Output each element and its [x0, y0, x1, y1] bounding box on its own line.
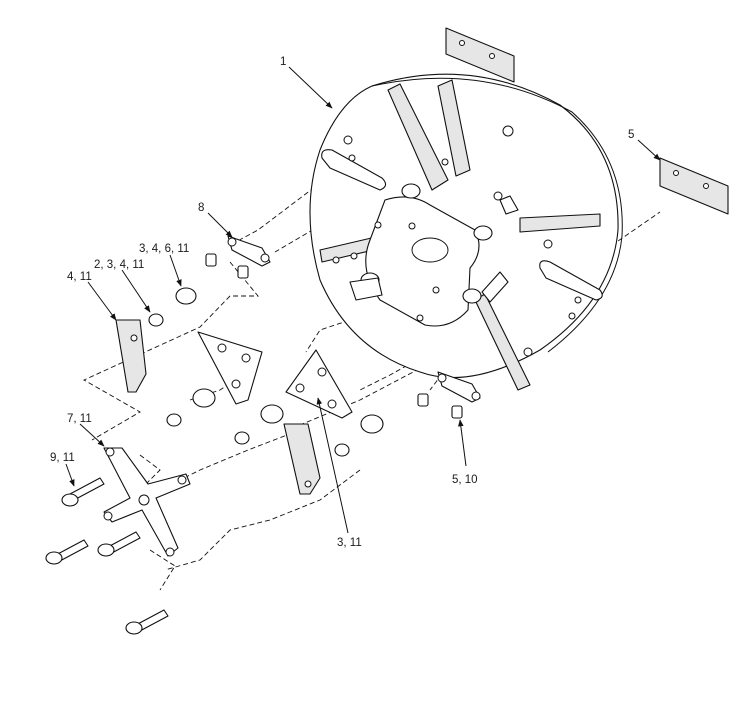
callout-4-11: 4, 11 — [67, 271, 92, 283]
spacer-bushings — [148, 287, 384, 457]
paddle-plate-right — [659, 157, 729, 215]
paddle-plate-top — [445, 27, 515, 83]
impeller-disc — [309, 73, 623, 391]
callout-2-3-4-11: 2, 3, 4, 11 — [94, 259, 144, 271]
callout-5-10: 5, 10 — [452, 474, 478, 486]
callout-3-4-6-11: 3, 4, 6, 11 — [139, 243, 189, 255]
bracket-with-bolts-top — [205, 235, 271, 279]
triangular-plate-right — [285, 349, 353, 419]
callout-1: 1 — [280, 56, 286, 68]
bolts-lower — [45, 477, 169, 635]
wear-clip-center — [283, 423, 321, 495]
wear-clip-left — [115, 319, 147, 393]
callout-3-11: 3, 11 — [337, 537, 362, 549]
bracket-with-bolts-right — [417, 371, 481, 419]
spider-bracket — [103, 447, 191, 557]
callout-7-11: 7, 11 — [67, 413, 92, 425]
callout-5: 5 — [628, 129, 634, 141]
leader-lines — [65, 66, 661, 534]
callout-8: 8 — [198, 202, 204, 214]
triangular-plate-left — [197, 331, 263, 405]
callout-9-11: 9, 11 — [50, 452, 75, 464]
callout-labels: 1 5 8 3, 4, 6, 11 2, 3, 4, 11 4, 11 7, 1… — [50, 56, 634, 549]
